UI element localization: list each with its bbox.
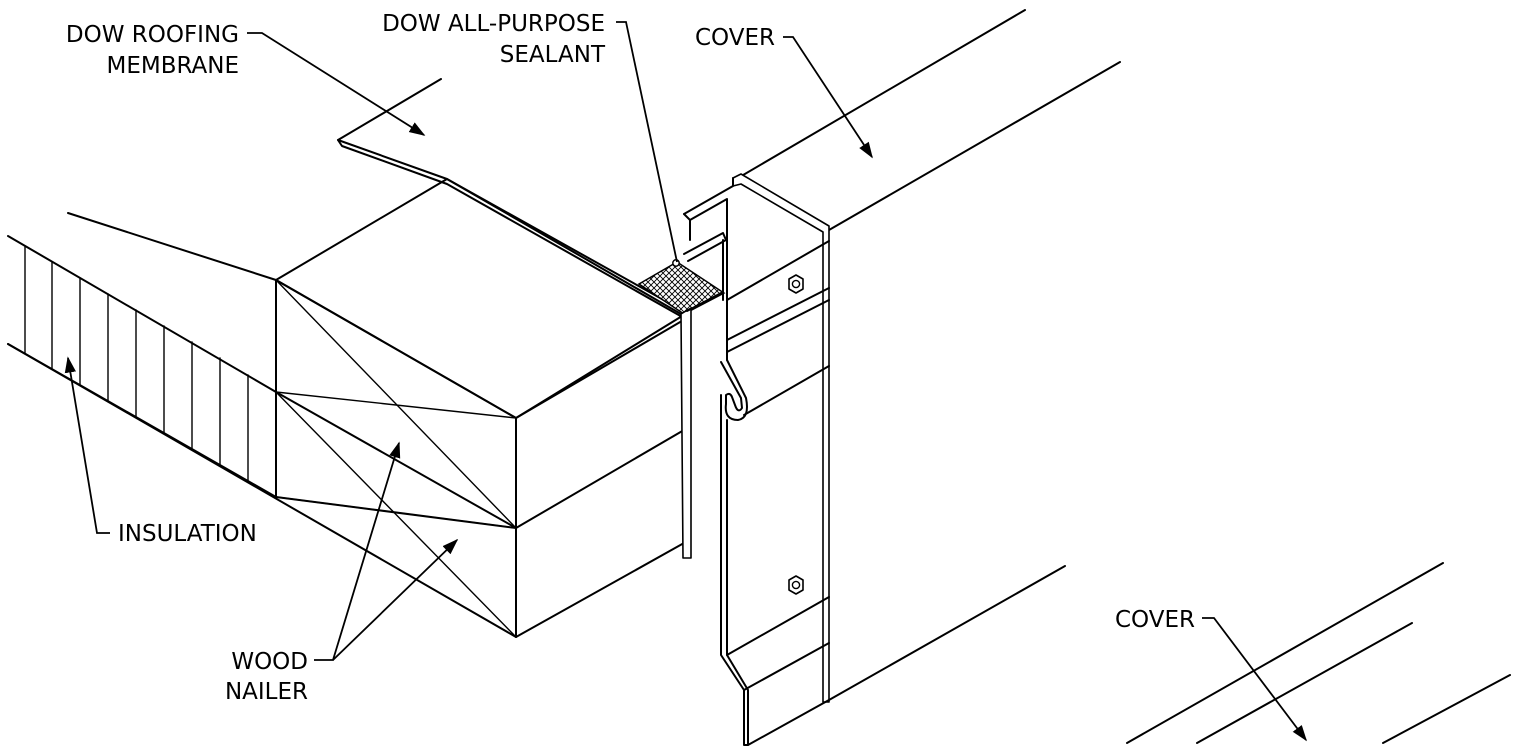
insulation-hatch-lines: [24, 245, 249, 482]
leader-cover-top: [783, 36, 873, 159]
label-dow-all-purpose-sealant-1: DOW ALL-PURPOSE: [382, 11, 605, 37]
leader-sealant: [616, 21, 678, 263]
fascia-cover: [683, 9, 1121, 746]
leader-wood-nailer-1: [314, 441, 401, 661]
leader-membrane: [247, 32, 426, 136]
label-wood-nailer-2: NAILER: [225, 679, 308, 705]
roofing-membrane: [337, 78, 685, 319]
second-cover: [1126, 562, 1511, 744]
leader-wood-nailer-2: [332, 538, 459, 661]
sealant-bead: [637, 261, 726, 315]
fastener-bottom: [788, 575, 804, 595]
edge-cleat: [680, 232, 727, 559]
label-dow-all-purpose-sealant-2: SEALANT: [500, 42, 606, 68]
fastener-top: [788, 274, 804, 294]
leader-cover-bottom: [1202, 617, 1307, 742]
leader-insulation: [64, 356, 110, 534]
wood-nailer-block: [7, 178, 688, 638]
label-cover-bottom: COVER: [1115, 607, 1195, 633]
label-dow-roofing-membrane-2: MEMBRANE: [106, 53, 239, 79]
label-dow-roofing-membrane-1: DOW ROOFING: [66, 22, 239, 48]
label-wood-nailer-1: WOOD: [231, 649, 308, 675]
label-insulation: INSULATION: [118, 521, 257, 547]
label-cover-top: COVER: [695, 25, 775, 51]
